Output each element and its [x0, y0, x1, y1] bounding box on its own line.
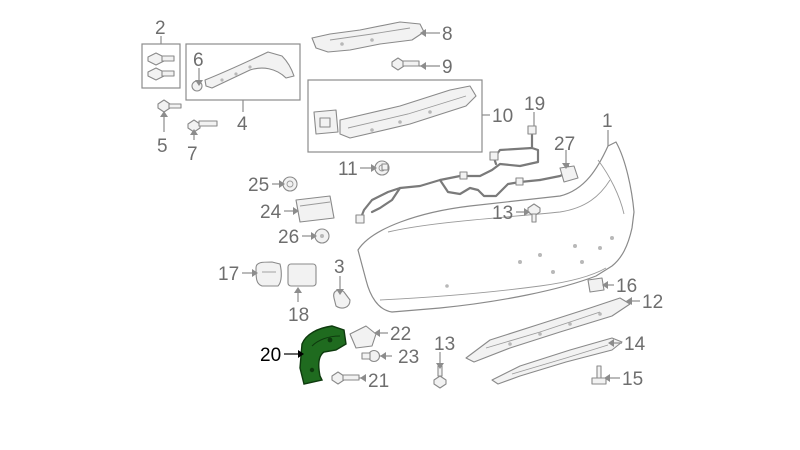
part-1-bumper-fascia[interactable]	[357, 141, 635, 313]
part-19-wiring-harness[interactable]	[355, 125, 570, 224]
part-13-bolt-lower[interactable]	[433, 365, 447, 389]
callout-26[interactable]: 26	[278, 227, 299, 248]
part-20-bracket[interactable]	[299, 325, 347, 385]
callout-3[interactable]: 3	[334, 257, 345, 278]
part-27-connector[interactable]	[559, 164, 579, 183]
part-7-bolt[interactable]	[187, 119, 218, 133]
part-6-bracket[interactable]	[191, 51, 295, 92]
callout-24[interactable]: 24	[260, 202, 282, 223]
callout-21[interactable]: 21	[368, 371, 389, 392]
callout-25[interactable]: 25	[248, 175, 269, 196]
callout-6[interactable]: 6	[193, 50, 204, 71]
callout-13-lower[interactable]: 13	[434, 334, 455, 355]
callout-10[interactable]: 10	[492, 106, 513, 127]
part-25-clip[interactable]	[282, 176, 298, 192]
callout-12[interactable]: 12	[642, 292, 663, 313]
part-16-clip[interactable]	[587, 277, 605, 293]
callout-17[interactable]: 17	[218, 264, 239, 285]
part-9-bolt[interactable]	[391, 57, 420, 71]
part-18-lens[interactable]	[287, 263, 317, 287]
part-17-reflector[interactable]	[255, 261, 282, 287]
part-24-module[interactable]	[295, 195, 335, 223]
callout-19[interactable]: 19	[524, 94, 545, 115]
part-5-screw[interactable]	[157, 99, 182, 113]
callout-27[interactable]: 27	[554, 134, 575, 155]
callout-5[interactable]: 5	[157, 136, 168, 157]
part-12-lower-valance[interactable]	[465, 297, 631, 363]
callout-18[interactable]: 18	[288, 305, 309, 326]
callout-4[interactable]: 4	[237, 114, 248, 135]
part-2-box	[141, 43, 181, 89]
part-21-bolt[interactable]	[331, 371, 360, 385]
callout-11[interactable]: 11	[338, 159, 358, 180]
callout-2[interactable]: 2	[155, 18, 166, 39]
part-8-upper-bracket[interactable]	[311, 21, 425, 53]
part-22-clip[interactable]	[349, 325, 377, 349]
callout-15[interactable]: 15	[622, 369, 643, 390]
callout-16[interactable]: 16	[616, 276, 637, 297]
part-10-box	[307, 79, 483, 153]
part-26-grommet[interactable]	[314, 228, 330, 244]
part-2-bolts[interactable]	[147, 52, 175, 81]
callout-22[interactable]: 22	[390, 324, 411, 345]
callout-23[interactable]: 23	[398, 347, 419, 368]
callout-1[interactable]: 1	[602, 111, 613, 132]
callout-9[interactable]: 9	[442, 57, 453, 78]
part-10-impact-bar[interactable]	[313, 85, 477, 139]
part-15-stud[interactable]	[591, 365, 607, 385]
callout-13-upper[interactable]: 13	[492, 203, 513, 224]
callout-14[interactable]: 14	[624, 334, 646, 355]
part-23-push-clip[interactable]	[361, 349, 381, 363]
callout-20[interactable]: 20	[260, 345, 281, 366]
callout-8[interactable]: 8	[442, 24, 453, 45]
callout-7[interactable]: 7	[187, 144, 198, 165]
part-14-lower-trim[interactable]	[491, 337, 623, 385]
part-3-clip[interactable]	[333, 289, 351, 309]
